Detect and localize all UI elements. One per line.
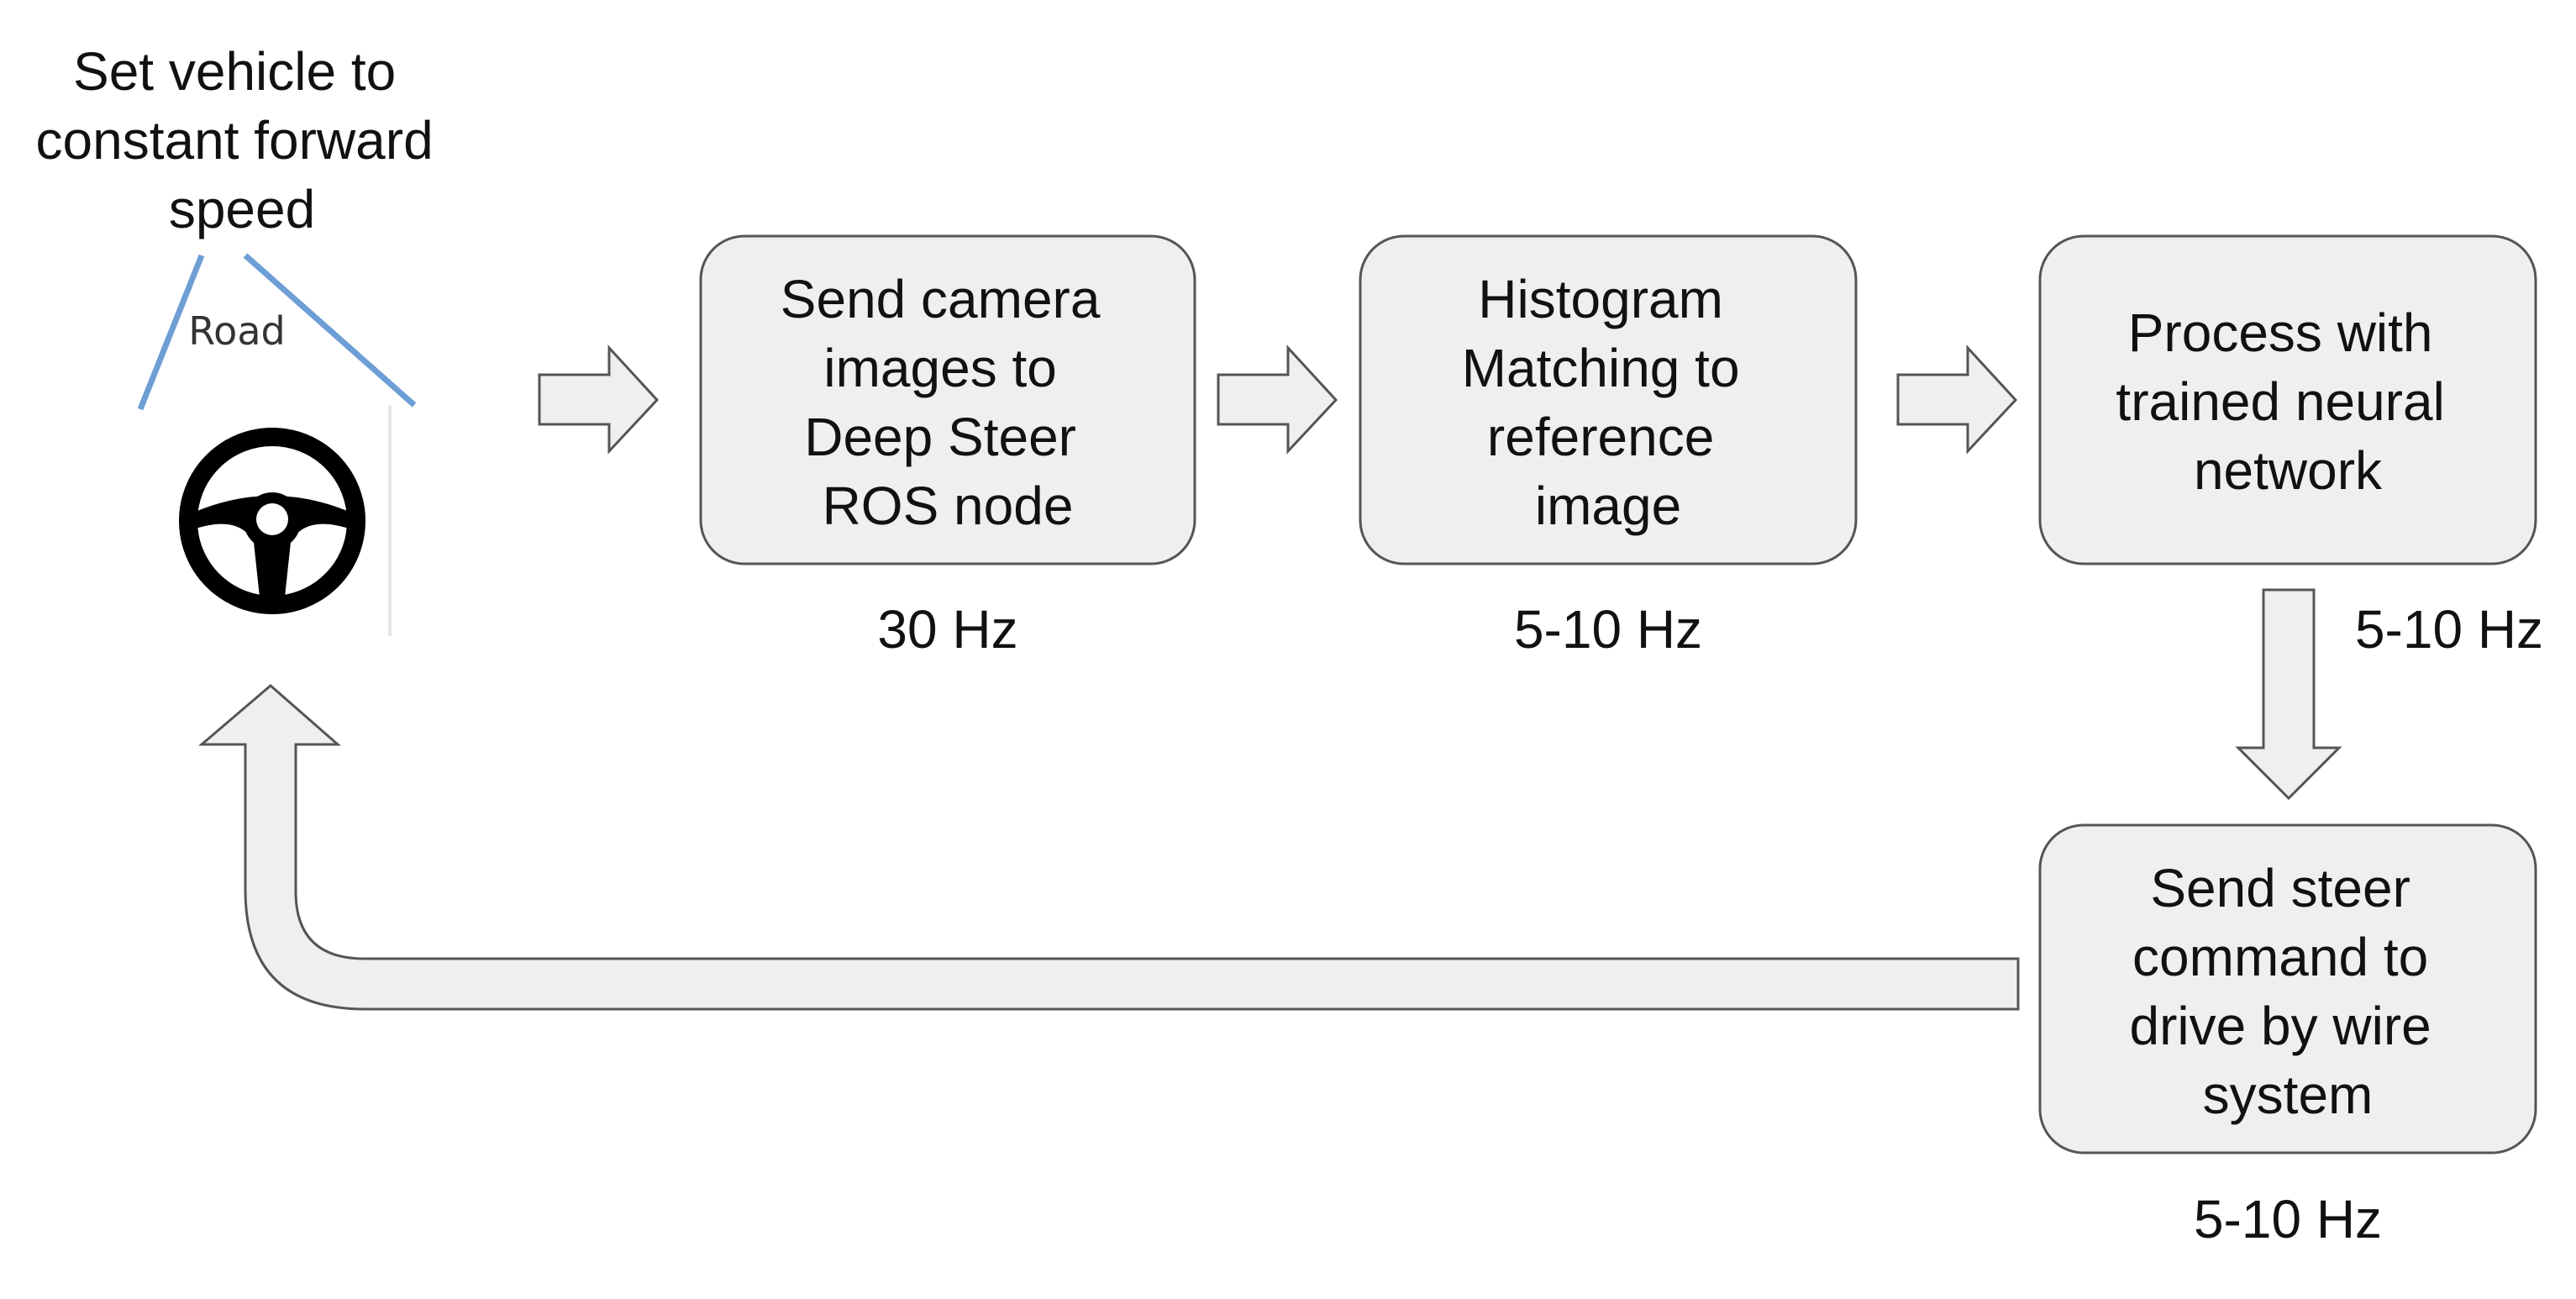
rate-label-send-steer: 5-10 Hz: [2194, 1189, 2382, 1249]
rate-label-neural-network: 5-10 Hz: [2355, 599, 2543, 660]
process-box-histogram: Histogram Matching to reference image: [1359, 234, 1858, 565]
return-arrow-icon: [197, 684, 2020, 1011]
start-label-line: constant forward: [36, 110, 434, 171]
arrow-right-icon: [538, 344, 660, 455]
process-box-neural-network: Process with trained neural network: [2038, 234, 2537, 565]
arrow-down-icon: [2235, 588, 2342, 801]
process-box-send-steer: Send steer command to drive by wire syst…: [2038, 823, 2537, 1154]
start-label: Set vehicle to constant forward speed: [36, 41, 449, 239]
box-label: Send steer command to drive by wire syst…: [2130, 858, 2447, 1125]
steering-wheel-icon: [179, 428, 365, 614]
start-label-line: speed: [169, 179, 315, 239]
arrow-right-icon: [1217, 344, 1338, 455]
arrow-right-icon: [1896, 344, 2018, 455]
rate-label-camera: 30 Hz: [877, 599, 1017, 660]
box-label: Process with trained neural network: [2116, 302, 2459, 501]
start-label-line: Set vehicle to: [73, 41, 396, 102]
process-box-send-camera: Send camera images to Deep Steer ROS nod…: [699, 234, 1196, 565]
box-label: Histogram Matching to reference image: [1462, 269, 1755, 536]
road-label: Road: [188, 308, 285, 354]
road-right-edge: [243, 253, 417, 408]
rate-label-histogram: 5-10 Hz: [1514, 599, 1702, 660]
road-left-edge: [137, 254, 205, 411]
box-label: Send camera images to Deep Steer ROS nod…: [781, 269, 1115, 536]
road-illustration: Road: [137, 253, 417, 636]
